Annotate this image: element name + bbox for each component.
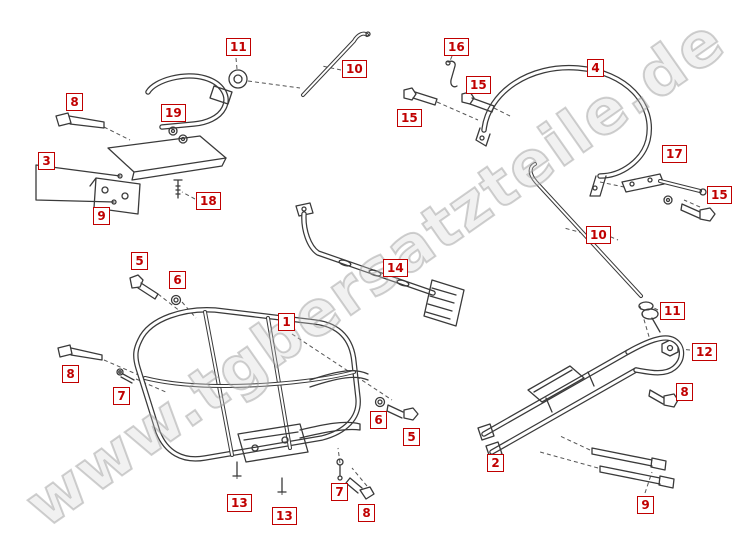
callout-18: 18 [196,192,221,210]
callout-14: 14 [383,259,408,277]
callout-10: 10 [342,60,367,78]
callout-5: 5 [131,252,148,270]
callout-3: 3 [38,152,55,170]
callout-1: 1 [278,313,295,331]
rear-frame-assembly-drawing [477,335,685,489]
callout-15: 15 [707,186,732,204]
callout-15: 15 [466,76,491,94]
callout-12: 12 [692,343,717,361]
callout-6: 6 [370,411,387,429]
callout-15: 15 [397,109,422,127]
bracket-rod-assembly-drawing [621,173,716,222]
step-bracket-drawing [295,202,465,327]
callout-8: 8 [358,504,375,522]
callout-17: 17 [662,145,687,163]
main-frame-assembly-drawing [57,274,419,500]
callout-6: 6 [169,271,186,289]
callout-9: 9 [637,496,654,514]
callout-16: 16 [444,38,469,56]
callout-11: 11 [226,38,251,56]
callout-7: 7 [113,387,130,405]
callout-13: 13 [227,494,252,512]
callout-5: 5 [403,428,420,446]
callout-19: 19 [161,104,186,122]
callout-2: 2 [487,454,504,472]
callout-8: 8 [66,93,83,111]
callout-7: 7 [331,483,348,501]
callout-10: 10 [586,226,611,244]
handle-tube-assembly-drawing [403,60,652,197]
upper-rod-drawing [301,31,371,97]
callout-13: 13 [272,507,297,525]
footrest-bracket-assembly-drawing [35,69,248,215]
long-rod-assembly-drawing [528,162,679,357]
callout-11: 11 [660,302,685,320]
callout-9: 9 [93,207,110,225]
callout-8: 8 [676,383,693,401]
callout-4: 4 [587,59,604,77]
callout-8: 8 [62,365,79,383]
